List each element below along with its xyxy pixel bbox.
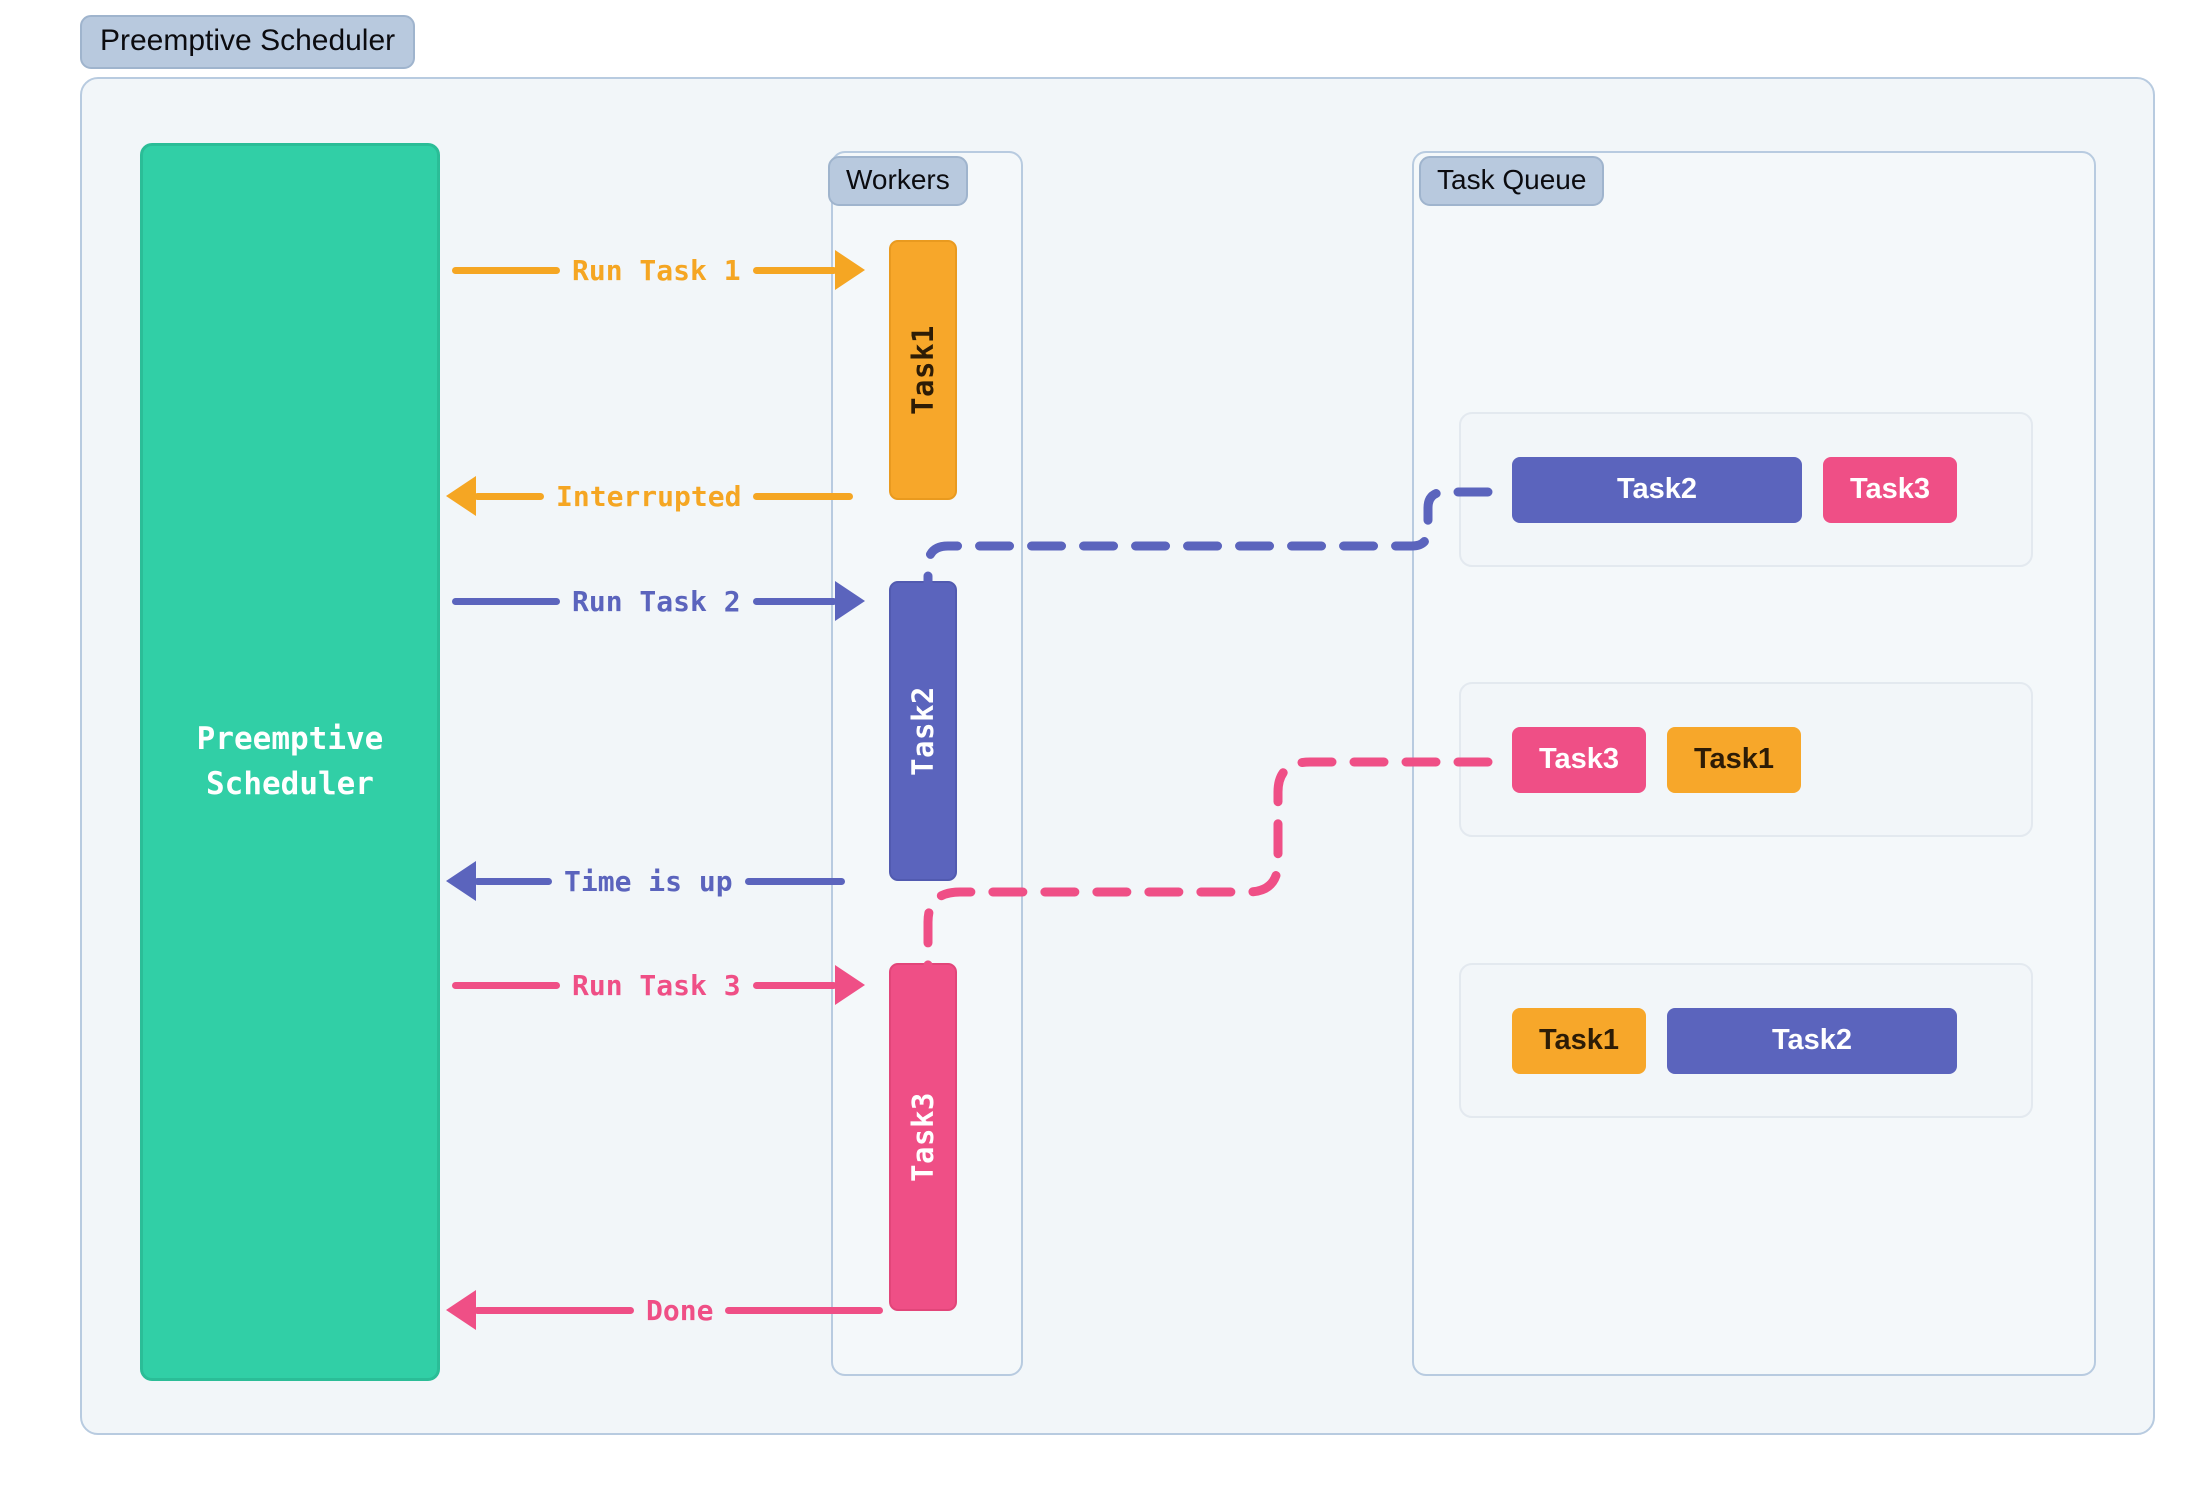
- worker-bar-task3-label: Task3: [906, 1092, 940, 1182]
- arrowhead-right-icon: [834, 965, 865, 1005]
- message-line: [452, 597, 560, 605]
- message-time-is-up: Time is up: [446, 851, 845, 911]
- queue-chip: Task1: [1512, 1007, 1646, 1074]
- queue-chip: Task2: [1512, 456, 1802, 523]
- message-line: [452, 266, 560, 274]
- message-line: [474, 1306, 634, 1314]
- message-line: [474, 492, 544, 500]
- arrowhead-left-icon: [446, 1290, 476, 1330]
- message-line: [744, 877, 845, 885]
- message-line: [753, 492, 854, 500]
- worker-bar-task2: Task2: [889, 581, 957, 881]
- message-run-task-1: Run Task 1: [452, 240, 865, 300]
- queue-chip: Task1: [1667, 726, 1801, 793]
- worker-bar-task1-label: Task1: [906, 325, 940, 415]
- scheduler-block-label: Preemptive Scheduler: [196, 721, 384, 802]
- arrowhead-left-icon: [446, 476, 476, 516]
- message-interrupted-label: Interrupted: [556, 479, 742, 513]
- queue-snapshot-row: Task1 Task2: [1459, 963, 2033, 1118]
- queue-snapshot-row: Task2 Task3: [1459, 412, 2033, 567]
- task-queue-lane-title: Task Queue: [1419, 156, 1605, 206]
- arrowhead-right-icon: [834, 250, 865, 290]
- queue-snapshot-row: Task3 Task1: [1459, 682, 2033, 837]
- message-line: [452, 981, 560, 989]
- diagram-title: Preemptive Scheduler: [80, 15, 416, 69]
- arrowhead-right-icon: [834, 581, 865, 621]
- scheduler-block: Preemptive Scheduler: [140, 143, 440, 1381]
- message-done: Done: [446, 1280, 884, 1340]
- queue-chip: Task2: [1667, 1007, 1957, 1074]
- worker-bar-task2-label: Task2: [906, 686, 940, 776]
- message-line: [752, 266, 837, 274]
- workers-lane-title: Workers: [828, 156, 968, 206]
- message-line: [752, 597, 837, 605]
- message-line: [474, 877, 552, 885]
- worker-bar-task1: Task1: [889, 240, 957, 500]
- message-line: [725, 1306, 884, 1314]
- message-done-label: Done: [646, 1293, 714, 1327]
- message-run-task-3: Run Task 3: [452, 955, 865, 1015]
- message-line: [752, 981, 837, 989]
- worker-bar-task3: Task3: [889, 963, 957, 1311]
- message-run-task-2-label: Run Task 2: [572, 584, 741, 618]
- message-run-task-3-label: Run Task 3: [572, 968, 741, 1002]
- message-time-is-up-label: Time is up: [564, 864, 733, 898]
- arrowhead-left-icon: [446, 861, 476, 901]
- queue-chip: Task3: [1823, 456, 1957, 523]
- message-interrupted: Interrupted: [446, 466, 854, 526]
- queue-chip: Task3: [1512, 726, 1646, 793]
- message-run-task-1-label: Run Task 1: [572, 253, 741, 287]
- message-run-task-2: Run Task 2: [452, 571, 865, 631]
